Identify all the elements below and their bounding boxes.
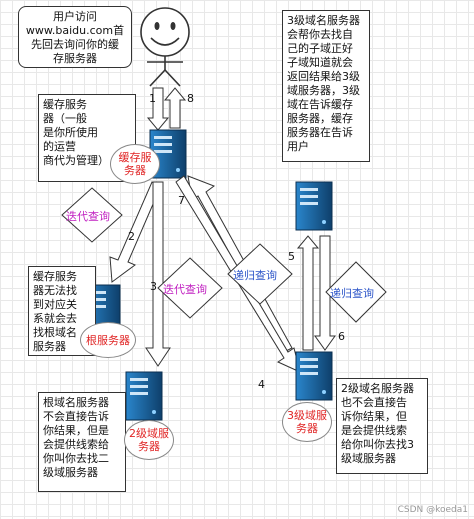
- tld2-server-label: 2级域服 务器: [124, 420, 174, 460]
- note-user-access: 用户访问 www.baidu.com首 先回去询问你的缓 存服务器: [18, 6, 132, 68]
- diamond-label-iterative-2: 迭代查询: [163, 283, 207, 296]
- step-1: 1: [149, 92, 156, 105]
- root-server-label: 根服务器: [80, 322, 136, 358]
- cache-server-label: 缓存服 务器: [110, 144, 160, 184]
- watermark: CSDN @koeda1: [397, 505, 468, 515]
- note-root: 根域名服务器 不会直接告诉 你结果，但是 会提供线索给 你叫你去找二 级域服务器: [38, 392, 126, 492]
- diamond-recursive-2: [325, 261, 387, 323]
- server-icon: [295, 351, 333, 401]
- diamond-label-recursive-2: 递归查询: [330, 287, 374, 300]
- step-7: 7: [178, 194, 185, 207]
- arrow-8: [163, 87, 187, 129]
- step-5: 5: [288, 250, 295, 263]
- tld3-server-label: 3级域服 务器: [282, 402, 332, 442]
- arrow-5: [296, 235, 320, 351]
- server-icon: [295, 181, 333, 231]
- diamond-recursive-1: [227, 243, 293, 305]
- step-2: 2: [128, 230, 135, 243]
- arrow-6: [314, 235, 336, 351]
- note-tld2: 2级域名服务器 也不会直接告 诉你结果，但 是会提供线索 给你叫你去找3 级域服…: [336, 378, 428, 474]
- step-3: 3: [150, 280, 157, 293]
- server-icon: [125, 371, 163, 421]
- diamond-label-recursive-1: 递归查询: [233, 269, 277, 282]
- step-4: 4: [258, 378, 265, 391]
- smiley-icon: [140, 7, 190, 87]
- step-6: 6: [338, 330, 345, 343]
- step-8: 8: [187, 92, 194, 105]
- diamond-label-iterative-1: 迭代查询: [66, 210, 110, 223]
- diamond-iterative-1: [61, 187, 123, 243]
- note-tld3: 3级域名服务器 会帮你去找自 己的子域正好 子域知道就会 返回结果给3级 域服务…: [282, 10, 370, 162]
- arrow-1: [146, 87, 170, 131]
- arrow-3: [145, 181, 171, 367]
- diamond-iterative-2: [157, 257, 223, 319]
